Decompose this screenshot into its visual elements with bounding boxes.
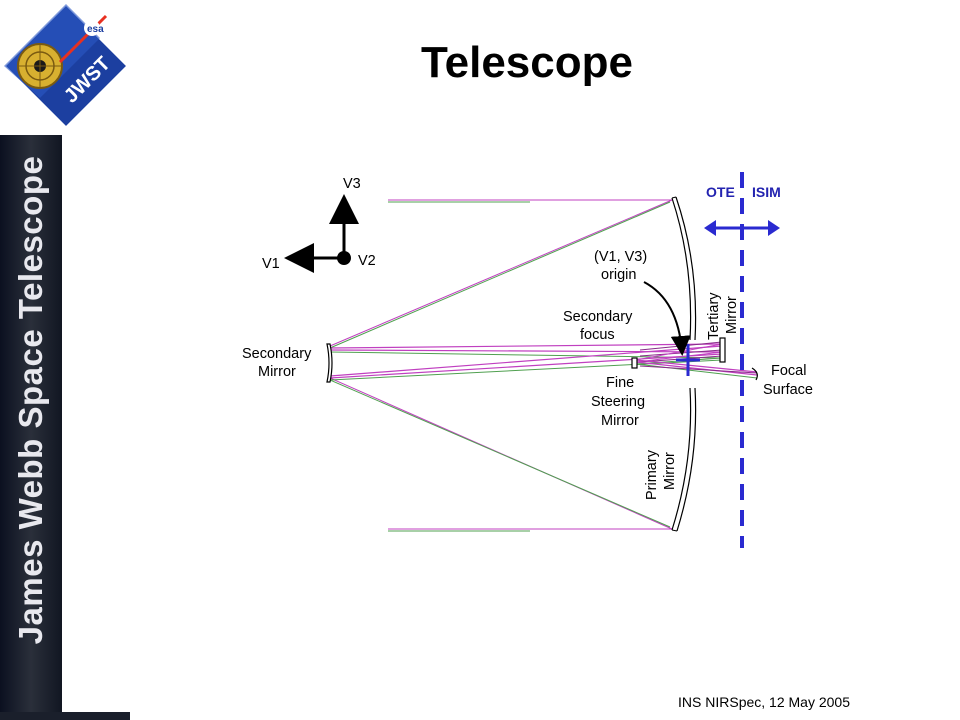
sidebar-bottom-bar: [0, 712, 130, 720]
fsm-label-line3: Mirror: [601, 413, 639, 429]
primary-label-line2: Mirror: [662, 452, 678, 490]
v2-label: V2: [358, 253, 376, 269]
secondary-mirror-label-line1: Secondary: [242, 346, 312, 362]
focal-surface-label-line2: Surface: [763, 382, 813, 398]
focal-beam: [635, 343, 758, 379]
v2-axis-dot-icon: [337, 251, 351, 265]
ote-label: OTE: [706, 184, 735, 200]
esa-badge-icon: [84, 20, 100, 36]
secondary-focus-label-line1: Secondary: [563, 309, 633, 325]
primary-to-secondary-rays: [329, 199, 673, 530]
v1-label: V1: [262, 256, 280, 272]
origin-pointer-arrow: [643, 281, 691, 356]
focal-surface-label-line1: Focal: [771, 363, 806, 379]
origin-label-line2: origin: [601, 267, 636, 283]
slide-title: Telescope: [421, 38, 633, 87]
fine-steering-mirror-shape: [631, 357, 638, 369]
mirror-segments-icon: [17, 43, 63, 89]
esa-logo-text: esa: [87, 24, 104, 35]
primary-mirror-shape: [671, 196, 697, 532]
jwst-logo: esa JWST: [0, 0, 135, 135]
v3-label: V3: [343, 176, 361, 192]
secondary-mirror-shape: [326, 343, 333, 383]
tertiary-mirror-shape: [719, 337, 726, 363]
converging-beam: [329, 341, 723, 381]
incoming-rays: [388, 199, 672, 532]
secondary-mirror-label-line2: Mirror: [258, 364, 296, 380]
secondary-focus-label-line2: focus: [580, 327, 615, 343]
fsm-label-line2: Steering: [591, 394, 645, 410]
slide-footer: INS NIRSpec, 12 May 2005: [678, 694, 850, 710]
ote-isim-boundary: [704, 172, 780, 548]
focal-surface-shape: [751, 367, 758, 381]
origin-label-line1: (V1, V3): [594, 249, 647, 265]
fsm-label-line1: Fine: [606, 375, 634, 391]
isim-label: ISIM: [752, 184, 781, 200]
primary-label-line1: Primary: [644, 449, 660, 500]
tertiary-label-line2: Mirror: [724, 296, 740, 334]
tertiary-label-line1: Tertiary: [706, 292, 722, 340]
coordinate-axes: [284, 194, 359, 273]
